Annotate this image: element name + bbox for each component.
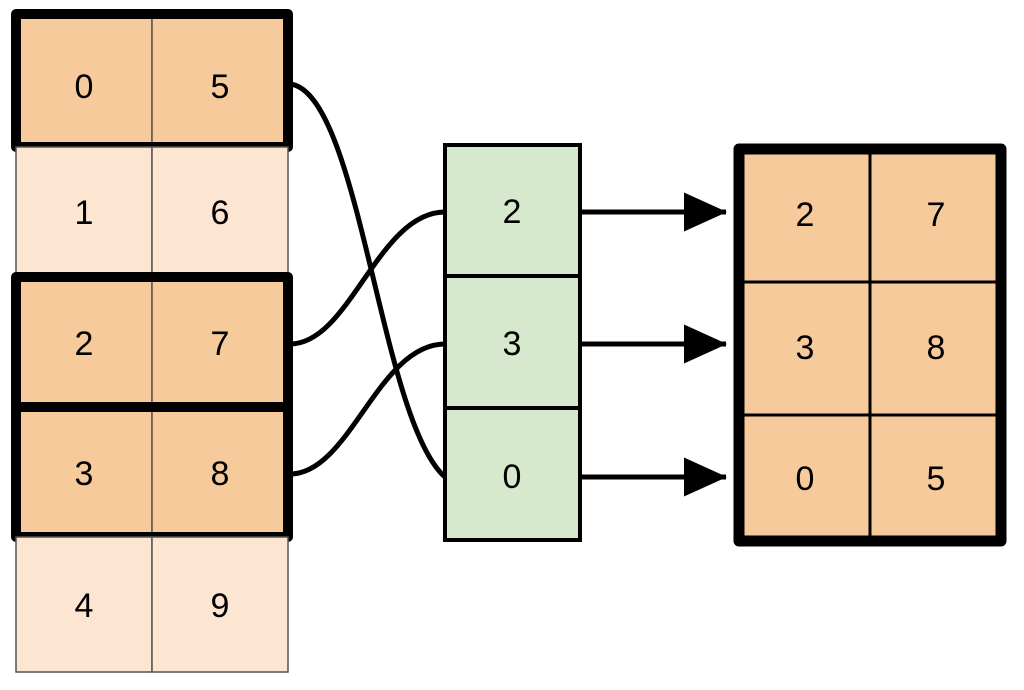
source-row-0[interactable]: 0 5	[11, 9, 293, 152]
curve-source-row-0-to-index-row-2	[287, 81, 448, 480]
source-cell-3-0-value: 3	[75, 455, 94, 493]
index-table: 2 3 0	[443, 143, 582, 542]
index-cell-1-value: 3	[503, 325, 522, 363]
index-cell-0-value: 2	[503, 193, 522, 231]
source-cell-0-1-value: 5	[211, 68, 230, 106]
result-cell-1-1[interactable]	[868, 280, 1003, 417]
source-row-2[interactable]: 2 7	[15, 276, 289, 408]
source-cell-0-0[interactable]	[15, 13, 153, 148]
result-cell-0-0-value: 2	[796, 196, 815, 234]
result-cell-0-0[interactable]	[737, 147, 872, 284]
source-cell-2-1[interactable]	[151, 276, 289, 408]
result-cell-1-0-value: 3	[796, 329, 815, 367]
source-cell-4-0[interactable]	[15, 536, 153, 673]
result-cell-1-0[interactable]	[737, 280, 872, 417]
source-row-4[interactable]: 4 9	[15, 536, 289, 673]
index-cell-1[interactable]	[443, 274, 582, 410]
result-table: 2 7 3 8 0 5	[733, 143, 1007, 547]
source-cell-1-1[interactable]	[151, 146, 289, 278]
arrow-connectors	[582, 192, 728, 497]
source-cell-4-1-value: 9	[211, 587, 230, 625]
result-table-outer-border	[733, 143, 1007, 547]
result-cell-1-1-value: 8	[927, 329, 946, 367]
source-cell-0-1[interactable]	[151, 13, 289, 148]
source-row-1[interactable]: 1 6	[15, 146, 289, 278]
source-cell-3-1-value: 8	[211, 455, 230, 493]
result-cell-2-1-value: 5	[927, 460, 946, 498]
index-cell-2-value: 0	[503, 458, 522, 496]
curve-source-row-2-to-index-row-0	[287, 209, 448, 347]
curve-source-row-3-to-index-row-1	[287, 341, 448, 477]
source-cell-1-0-value: 1	[75, 194, 94, 232]
source-table: 0 5 1 6 2 7 3 8	[11, 9, 293, 673]
source-cell-1-1-value: 6	[211, 194, 230, 232]
source-cell-2-0-value: 2	[75, 325, 94, 363]
curve-connectors	[287, 81, 448, 480]
result-cell-0-1-value: 7	[927, 196, 946, 234]
index-cell-2[interactable]	[443, 406, 582, 542]
source-cell-3-1[interactable]	[151, 406, 289, 538]
index-cell-0[interactable]	[443, 143, 582, 278]
source-cell-0-0-value: 0	[75, 68, 94, 106]
source-cell-4-1[interactable]	[151, 536, 289, 673]
source-row-3[interactable]: 3 8	[15, 406, 289, 538]
source-cell-2-1-value: 7	[211, 325, 230, 363]
result-cell-2-0-value: 0	[796, 460, 815, 498]
source-cell-4-0-value: 4	[75, 587, 94, 625]
